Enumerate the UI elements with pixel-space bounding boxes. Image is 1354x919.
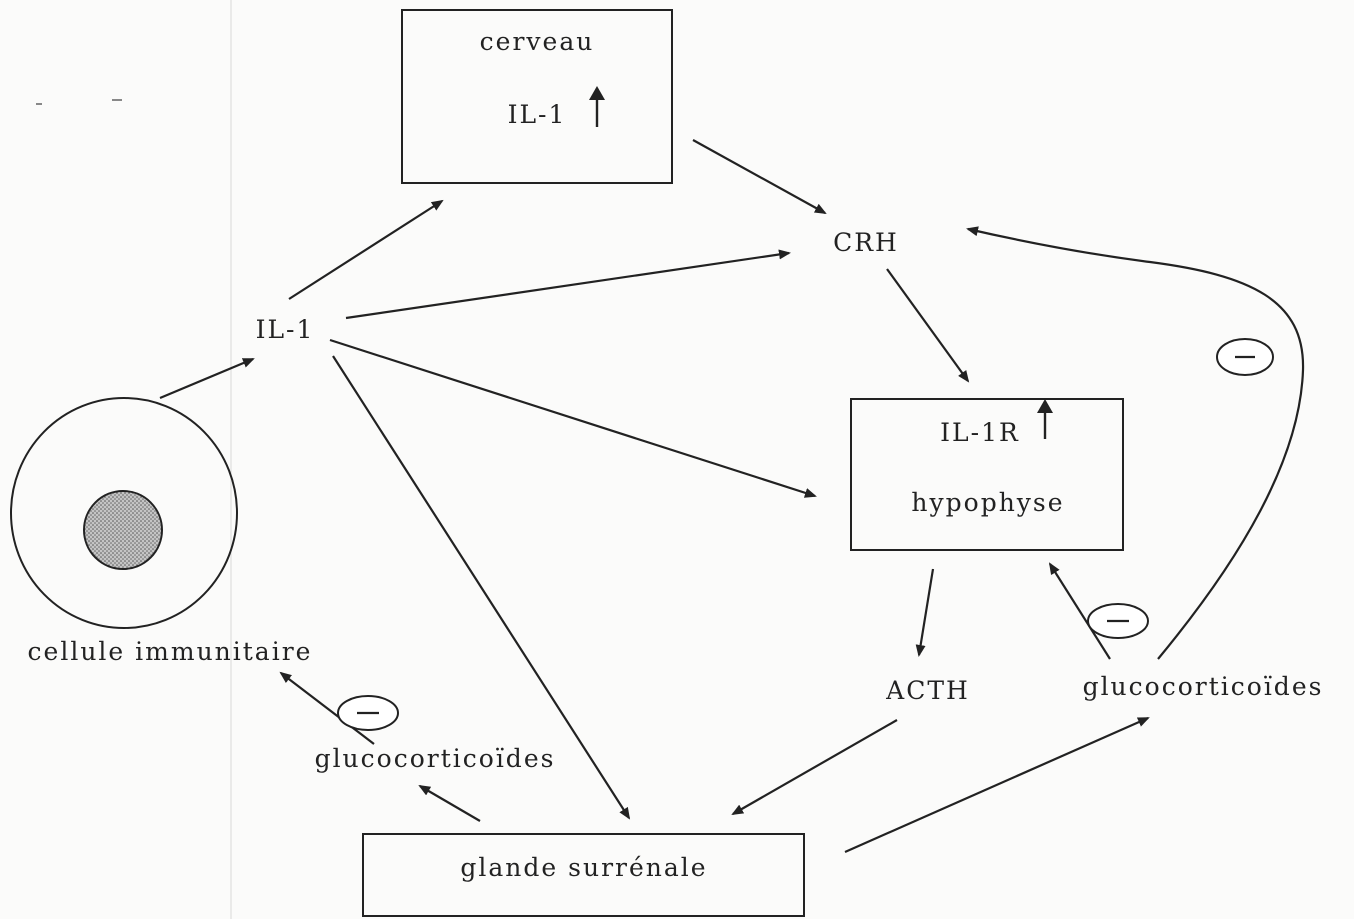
edge-hypophyse-to-acth <box>915 568 935 657</box>
glande-node: glande surrénale <box>362 833 805 917</box>
crh-label: CRH <box>833 228 899 257</box>
inhibition-marker-icon <box>337 695 399 731</box>
edge-il1-to-crh <box>345 249 791 320</box>
edge-glucocorticoides-right-to-crh <box>966 226 1305 660</box>
up-arrow-icon <box>589 86 605 127</box>
edge-glande-to-glucocorticoides-left <box>418 784 481 822</box>
edge-il1-to-glande <box>332 355 631 820</box>
hypophyse-box <box>850 398 1124 551</box>
up-arrow-icon <box>1037 399 1053 439</box>
glande-box <box>362 833 805 917</box>
inhibition-marker-icon <box>1087 603 1149 639</box>
glucocorticoides-left-label: glucocorticoïdes <box>315 744 556 773</box>
edge-cellule-to-il1 <box>159 357 255 400</box>
edge-glucocorticoides-right-to-hypophyse <box>1048 562 1111 660</box>
cerveau-box <box>401 9 673 184</box>
edge-crh-to-hypophyse <box>886 268 970 383</box>
il1-label: IL-1 <box>256 315 315 344</box>
cerveau-title: cerveau <box>480 27 595 56</box>
edge-cerveau-to-crh <box>692 139 827 214</box>
acth-label: ACTH <box>885 676 970 705</box>
cell-membrane <box>10 397 238 629</box>
cellule-label: cellule immunitaire <box>28 637 313 666</box>
il1r-label: IL-1R <box>940 418 1020 447</box>
cell-nucleus <box>83 490 163 570</box>
inhibition-marker-icon <box>1216 338 1274 376</box>
cerveau-node: cerveau IL-1 <box>401 9 673 184</box>
hypophyse-label: hypophyse <box>911 488 1064 517</box>
edge-acth-to-glande <box>731 719 898 815</box>
glande-label: glande surrénale <box>460 853 707 882</box>
edge-glande-to-glucocorticoides-right <box>844 716 1150 854</box>
edge-glucocorticoides-left-to-cellule <box>279 671 375 745</box>
immune-cell <box>10 397 238 629</box>
edge-il1-to-hypophyse <box>329 338 817 498</box>
hypophyse-node: IL-1R hypophyse <box>850 398 1124 551</box>
glucocorticoides-right-label: glucocorticoïdes <box>1083 672 1324 701</box>
cerveau-il1-label: IL-1 <box>508 100 567 129</box>
edge-il1-to-cerveau <box>288 199 444 300</box>
